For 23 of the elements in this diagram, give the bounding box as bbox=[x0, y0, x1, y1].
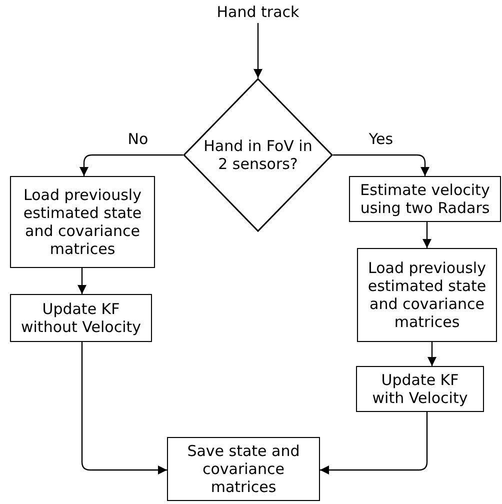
node-text: Hand track bbox=[216, 3, 300, 21]
decision-diamond bbox=[183, 78, 333, 232]
arrow bbox=[81, 342, 167, 474]
node-text: Load previously estimated state and covariance matrices bbox=[366, 259, 488, 331]
arrow bbox=[428, 342, 436, 366]
process-box bbox=[357, 248, 497, 342]
arrow bbox=[80, 154, 183, 176]
arrow bbox=[78, 268, 86, 294]
arrow bbox=[333, 154, 430, 176]
node-text: Estimate velocity using two Radars bbox=[359, 181, 491, 217]
process-box bbox=[10, 176, 155, 268]
node-text: Load previously estimated state and covariance matrices bbox=[22, 186, 143, 258]
arrow bbox=[320, 412, 428, 474]
node-text: Update KF without Velocity bbox=[20, 300, 142, 336]
node-text: Update KF with Velocity bbox=[371, 371, 469, 407]
node-text: Save state and covariance matrices bbox=[186, 442, 301, 496]
arrow bbox=[254, 23, 262, 78]
process-box bbox=[10, 294, 152, 342]
node-text: Hand in FoV in 2 sensors? bbox=[202, 137, 314, 173]
arrow bbox=[422, 222, 432, 248]
process-box bbox=[356, 366, 484, 412]
process-box bbox=[349, 176, 501, 222]
process-box bbox=[167, 437, 320, 501]
